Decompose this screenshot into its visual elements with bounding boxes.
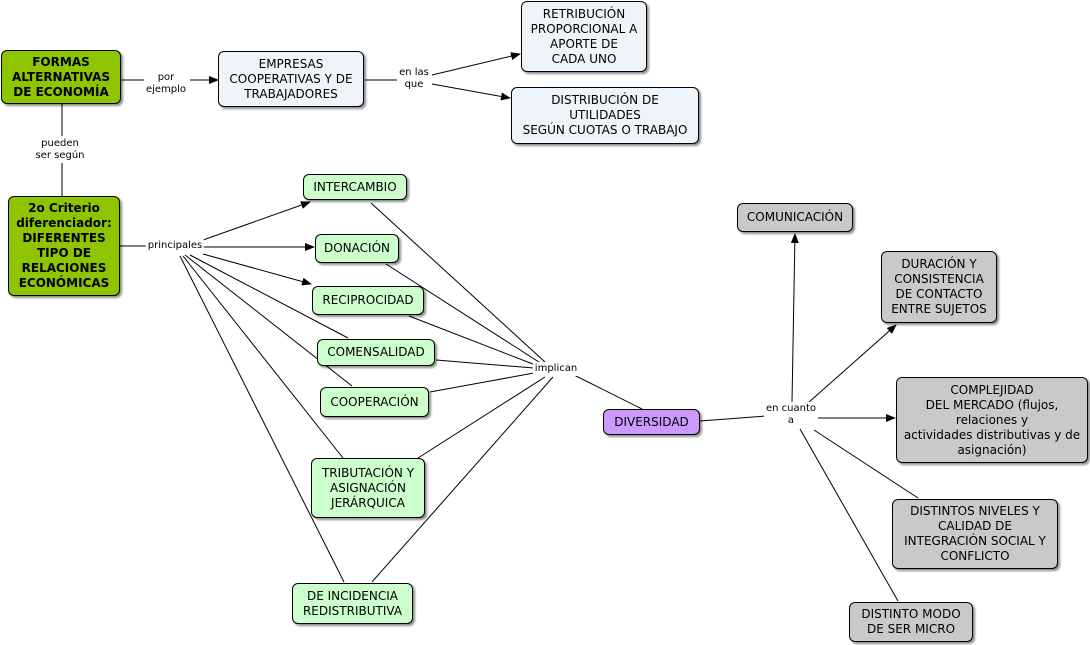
node-tributacion[interactable]: TRIBUTACIÓN Y ASIGNACIÓN JERÁRQUICA xyxy=(311,458,425,518)
node-segundo-criterio[interactable]: 2o Criterio diferenciador: DIFERENTES TI… xyxy=(8,196,120,296)
link-principales-intercambio xyxy=(202,201,311,241)
link-encuanto-comunicacion xyxy=(790,233,799,403)
node-distintos-niveles[interactable]: DISTINTOS NIVELES Y CALIDAD DE INTEGRACI… xyxy=(892,499,1058,569)
node-comensalidad[interactable]: COMENSALIDAD xyxy=(317,339,435,366)
link-diversidad-encuanto xyxy=(699,415,767,422)
label-principales: principales xyxy=(145,239,205,253)
link-principales-reciprocidad xyxy=(202,253,312,286)
node-comunicacion[interactable]: COMUNICACIÓN xyxy=(737,203,853,232)
node-complejidad-mercado[interactable]: COMPLEJIDAD DEL MERCADO (flujos, relacio… xyxy=(896,377,1088,463)
node-incidencia-redistributiva[interactable]: DE INCIDENCIA REDISTRIBUTIVA xyxy=(292,583,413,624)
label-en-cuanto-a: en cuanto a xyxy=(763,402,819,428)
node-distribucion-utilidades[interactable]: DISTRIBUCIÓN DE UTILIDADES SEGÚN CUOTAS … xyxy=(511,87,699,144)
node-donacion[interactable]: DONACIÓN xyxy=(315,234,399,263)
link-donacion-implican xyxy=(385,263,543,365)
link-principales-incidencia xyxy=(179,255,345,583)
link-implican-diversidad xyxy=(569,372,643,410)
link-comensalidad-implican xyxy=(435,359,535,369)
link-enlasque-retribucion xyxy=(431,52,521,76)
label-pueden-ser-segun: pueden ser según xyxy=(33,137,87,163)
label-implican: implican xyxy=(532,362,580,376)
link-encuanto-modo xyxy=(799,428,899,602)
node-cooperacion[interactable]: COOPERACIÓN xyxy=(320,387,429,417)
node-duracion-consistencia[interactable]: DURACIÓN Y CONSISTENCIA DE CONTACTO ENTR… xyxy=(881,251,997,323)
node-diversidad[interactable]: DIVERSIDAD xyxy=(603,409,700,435)
link-principales-tributacion xyxy=(182,255,344,459)
link-enlasque-distribucion xyxy=(431,83,511,101)
node-formas-alternativas[interactable]: FORMAS ALTERNATIVAS DE ECONOMÍA xyxy=(1,50,121,104)
link-cooperacion-implican xyxy=(429,372,535,393)
node-intercambio[interactable]: INTERCAMBIO xyxy=(303,174,407,200)
link-reciprocidad-implican xyxy=(408,315,539,367)
label-por-ejemplo: por ejemplo xyxy=(143,71,189,97)
node-distinto-modo[interactable]: DISTINTO MODO DE SER MICRO xyxy=(849,602,973,642)
label-en-las-que: en las que xyxy=(397,66,431,92)
node-reciprocidad[interactable]: RECIPROCIDAD xyxy=(312,286,424,315)
link-intercambio-implican xyxy=(370,202,546,363)
link-incidencia-implican xyxy=(371,376,554,583)
node-empresas-cooperativas[interactable]: EMPRESAS COOPERATIVAS Y DE TRABAJADORES xyxy=(218,51,364,107)
link-encuanto-niveles xyxy=(813,429,919,499)
link-tributacion-implican xyxy=(417,376,546,459)
link-principales-cooperacion xyxy=(184,254,353,387)
link-encuanto-duracion xyxy=(807,324,897,404)
node-retribucion[interactable]: RETRIBUCIÓN PROPORCIONAL A APORTE DE CAD… xyxy=(521,1,647,72)
link-principales-comensalidad xyxy=(189,254,349,339)
